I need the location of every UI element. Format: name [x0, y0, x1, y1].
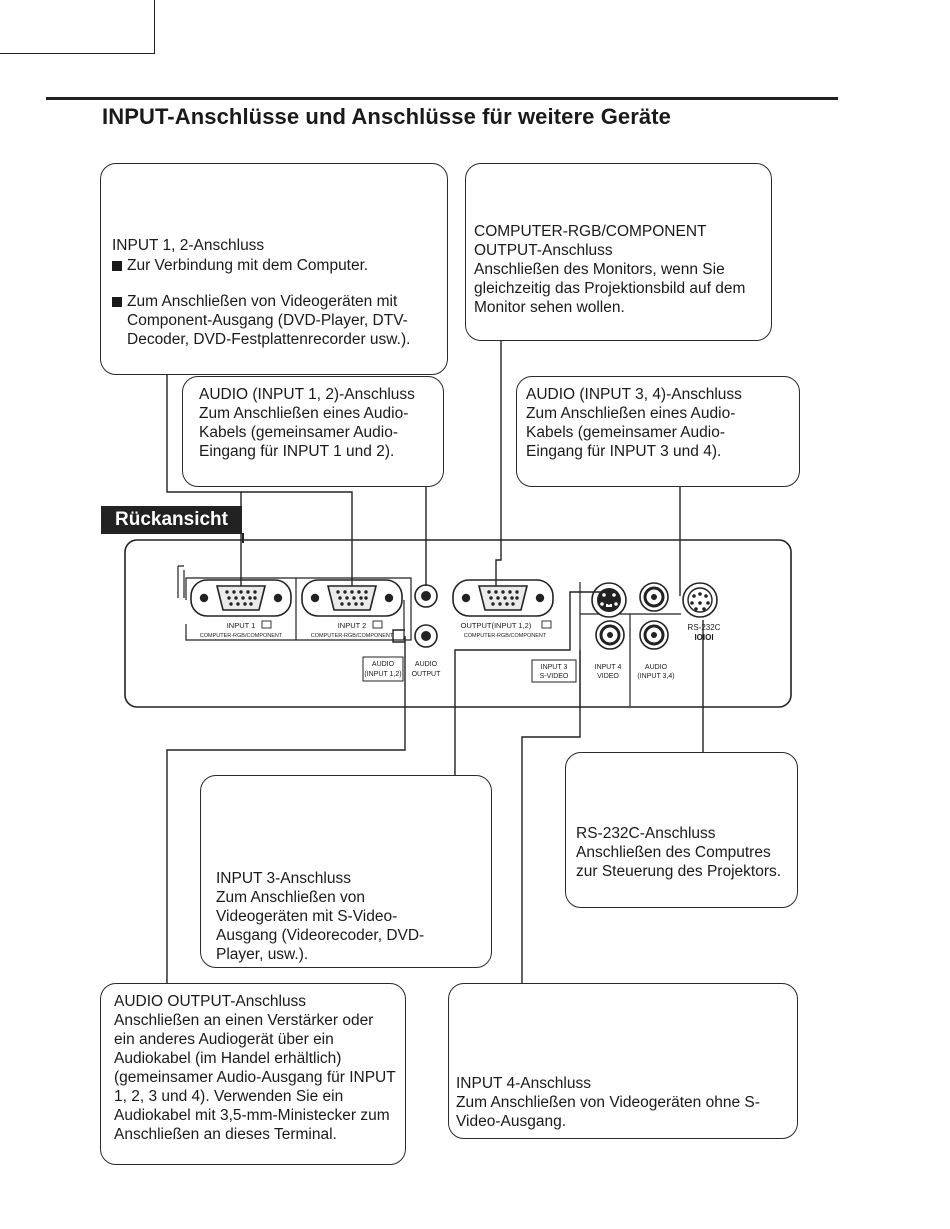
- callout-input3: INPUT 3-Anschluss Zum Anschließen von Vi…: [200, 775, 492, 968]
- callout-audio12-body: Zum Anschließen eines Audio-Kabels (geme…: [199, 405, 409, 460]
- audio-in12-sublabel: (INPUT 1,2): [364, 671, 401, 678]
- callout-audio-output-title: AUDIO OUTPUT-Anschluss: [114, 993, 307, 1010]
- callout-input12-title: INPUT 1, 2-Anschluss: [112, 237, 265, 254]
- rs232c-port: [682, 582, 718, 618]
- input4-video-jack: [594, 619, 626, 651]
- page-title: INPUT-Anschlüsse und Anschlüsse für weit…: [102, 104, 672, 129]
- callout-input12-bullet1: Zur Verbindung mit dem Computer.: [112, 256, 434, 275]
- callout-audio-output-body: Anschließen an einen Verstärker oder ein…: [114, 1012, 396, 1143]
- callout-computer-output-body: Anschließen des Monitors, wenn Sie gleic…: [474, 261, 746, 316]
- input2-port-sublabel: COMPUTER-RGB/COMPONENT: [311, 633, 394, 639]
- callout-input12-bullet2: Zum Anschließen von Videogeräten mit Com…: [112, 292, 434, 349]
- rs232c-label: RS-232C: [688, 623, 721, 632]
- connector-lines: [166, 340, 704, 983]
- rear-view-badge: Rückansicht: [101, 506, 242, 534]
- audio-out-sublabel: OUTPUT: [412, 671, 442, 678]
- title-rule: [46, 97, 838, 100]
- callout-input12: INPUT 1, 2-Anschluss Zur Verbindung mit …: [100, 163, 448, 375]
- input2-port-label: INPUT 2: [338, 621, 367, 630]
- rs232c-symbol: IOIOI: [694, 633, 713, 642]
- input3-label: INPUT 3: [541, 664, 568, 671]
- callout-audio12: AUDIO (INPUT 1, 2)-Anschluss Zum Anschli…: [182, 376, 444, 487]
- audio-in34-jack-1: [638, 581, 670, 613]
- callout-rs232: RS-232C-Anschluss Anschließen des Comput…: [565, 752, 798, 908]
- rear-panel: [124, 539, 792, 708]
- callout-computer-output-title: COMPUTER-RGB/COMPONENT OUTPUT-Anschluss: [474, 223, 707, 259]
- audio-in34-label: AUDIO: [645, 664, 668, 671]
- output-port-sublabel: COMPUTER-RGB/COMPONENT: [464, 633, 547, 639]
- input4-sublabel: VIDEO: [597, 673, 619, 680]
- audio-in12-label: AUDIO: [372, 661, 395, 668]
- callout-input4: INPUT 4-Anschluss Zum Anschließen von Vi…: [448, 983, 798, 1139]
- callout-audio12-title: AUDIO (INPUT 1, 2)-Anschluss: [199, 386, 415, 403]
- output-port: [452, 579, 554, 617]
- input3-sublabel: S-VIDEO: [540, 673, 569, 680]
- callout-computer-output: COMPUTER-RGB/COMPONENT OUTPUT-Anschluss …: [465, 163, 772, 341]
- callout-rs232-title: RS-232C-Anschluss: [576, 825, 716, 842]
- callout-input3-body: Zum Anschließen von Videogeräten mit S-V…: [216, 889, 425, 963]
- page-corner-frame: [0, 0, 155, 54]
- callout-audio-output: AUDIO OUTPUT-Anschluss Anschließen an ei…: [100, 983, 406, 1165]
- callout-rs232-body: Anschließen des Computres zur Steuerung …: [576, 844, 782, 880]
- callout-input3-title: INPUT 3-Anschluss: [216, 870, 351, 887]
- audio-in34-jack-2: [638, 619, 670, 651]
- callout-input12-bullet2-text: Zum Anschließen von Videogeräten mit Com…: [127, 293, 411, 348]
- input4-label: INPUT 4: [595, 664, 622, 671]
- callout-input4-body: Zum Anschließen von Videogeräten ohne S-…: [456, 1094, 760, 1130]
- callout-audio34-body: Zum Anschließen eines Audio-Kabels (geme…: [526, 405, 736, 460]
- input1-port-label: INPUT 1: [227, 621, 256, 630]
- input1-port-sublabel: COMPUTER-RGB/COMPONENT: [200, 633, 283, 639]
- callout-audio34-title: AUDIO (INPUT 3, 4)-Anschluss: [526, 386, 742, 403]
- output-port-label: OUTPUT(INPUT 1,2): [461, 621, 532, 630]
- callout-input12-bullet1-text: Zur Verbindung mit dem Computer.: [127, 257, 369, 274]
- callout-input4-title: INPUT 4-Anschluss: [456, 1075, 591, 1092]
- callout-audio34: AUDIO (INPUT 3, 4)-Anschluss Zum Anschli…: [516, 376, 800, 487]
- audio-in34-sublabel: (INPUT 3,4): [637, 673, 674, 680]
- rear-view-badge-line: [242, 533, 244, 543]
- audio-out-label: AUDIO: [415, 661, 438, 668]
